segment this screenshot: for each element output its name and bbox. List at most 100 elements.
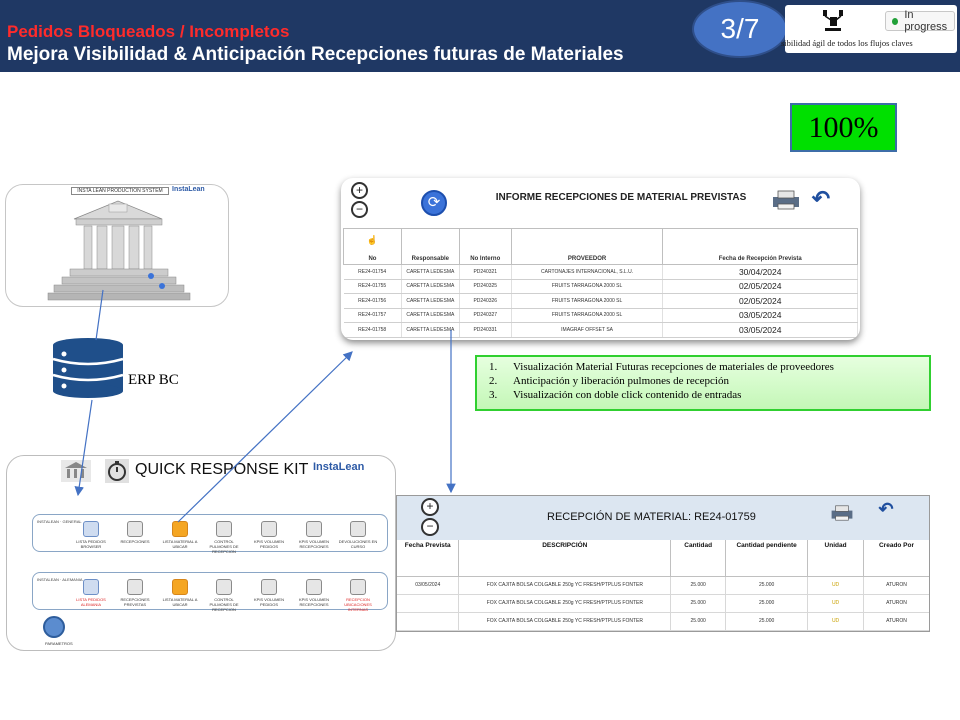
qrk-item-kpis-recepciones-2[interactable]: KPIS VOLUMEN RECEPCIONES xyxy=(294,579,334,607)
quick-response-kit-title: QUICK RESPONSE KIT xyxy=(135,461,309,478)
qrk-item-material-ubicar-2[interactable]: LISTA MATERIAL A UBICAR xyxy=(160,579,200,607)
cell-no: RE24-01758 xyxy=(343,322,402,338)
bar-chart-icon xyxy=(306,521,322,537)
info-item-text: Visualización Material Futuras recepcion… xyxy=(513,361,834,373)
gear-icon xyxy=(350,521,366,537)
cell-no: RE24-01756 xyxy=(343,293,402,309)
qrk-item-label: RECEPCIONES PREVISTAS xyxy=(120,597,150,607)
exchange-icon xyxy=(172,579,188,595)
erp-label: ERP BC xyxy=(128,372,179,388)
col-no: ☝No xyxy=(343,228,402,265)
printer-icon[interactable] xyxy=(830,504,854,522)
recepcion-material-window: + − RECEPCIÓN DE MATERIAL: RE24-01759 ↶ … xyxy=(396,495,930,632)
cell-responsable: CARETTA LEDESMA xyxy=(401,322,460,338)
qrk-item-recepciones[interactable]: RECEPCIONES xyxy=(115,521,155,544)
qrk-item-lista-pedidos-alemania[interactable]: LISTA PEDIDOS ALEMANIA xyxy=(71,579,111,607)
zoom-in-icon[interactable]: + xyxy=(421,498,439,516)
qrk-item-control-pulmones-2[interactable]: CONTROL PULMONES DE RECEPCION xyxy=(204,579,244,612)
cell-fecha xyxy=(397,594,460,613)
back-arrow-icon[interactable]: ↶ xyxy=(811,186,831,211)
qrk-item-material-ubicar[interactable]: LISTA MATERIAL A UBICAR xyxy=(160,521,200,549)
list-icon xyxy=(83,521,99,537)
qrk-item-devoluciones[interactable]: DEVOLUCIONES EN CURSO xyxy=(338,521,378,549)
qrk-item-label: LISTA MATERIAL A UBICAR xyxy=(162,597,198,607)
zoom-in-icon[interactable]: + xyxy=(351,182,368,199)
qrk-item-label: KPIS VOLUMEN PEDIDOS xyxy=(253,597,284,607)
cell-cantidad: 25.000 xyxy=(670,576,727,595)
cell-responsable: CARETTA LEDESMA xyxy=(401,264,460,280)
cell-proveedor: FRUITS TARRAGONA 2000 SL xyxy=(511,279,664,294)
col-cantidad-pendiente: Cantidad pendiente xyxy=(725,540,809,577)
production-system-title: INSTA LEAN PRODUCTION SYSTEM xyxy=(71,187,169,195)
production-system-logo: InstaLean xyxy=(172,186,205,193)
cell-no: RE24-01755 xyxy=(343,279,402,294)
settings-gear-icon[interactable] xyxy=(43,616,65,638)
back-arrow-icon[interactable]: ↶ xyxy=(878,499,894,519)
qrk-item-label: LISTA MATERIAL A UBICAR xyxy=(162,539,198,549)
cell-no-interno: PD240325 xyxy=(459,279,512,294)
table-row[interactable]: FOX CAJITA BOLSA COLGABLE 250g YC FRESH/… xyxy=(397,612,929,631)
search-box-icon xyxy=(216,521,232,537)
qrk-item-label: DEVOLUCIONES EN CURSO xyxy=(338,539,378,549)
cell-creado-por: ATURON xyxy=(863,594,929,613)
clipboard-icon xyxy=(127,521,143,537)
qrk-item-ubicaciones-internas[interactable]: RECEPCION UBICACIONES INTERNAS xyxy=(338,579,378,612)
progress-badge: 100% xyxy=(790,103,897,152)
status-label: In progress xyxy=(904,9,948,33)
qrk-item-label: LISTA PEDIDOS ALEMANIA xyxy=(76,597,106,607)
cell-proveedor: FRUITS TARRAGONA 2000 SL xyxy=(511,308,664,323)
qrk-item-label: LISTA PEDIDOS BROWSER xyxy=(76,539,106,549)
cell-fecha: 03/05/2024 xyxy=(397,576,460,595)
database-icon xyxy=(52,338,124,398)
cell-proveedor: IMAGRAF OFFSET SA xyxy=(511,322,664,338)
refresh-icon[interactable]: ⟳ xyxy=(421,190,447,216)
qrk-item-kpis-recepciones[interactable]: KPIS VOLUMEN RECEPCIONES xyxy=(294,521,334,549)
status-dot-icon xyxy=(892,17,899,25)
logo-box: sibilidad ágil de todos los flujos clave… xyxy=(781,5,957,53)
cell-cantidad-pendiente: 25.000 xyxy=(725,612,809,631)
qrk-item-label: CONTROL PULMONES DE RECEPCION xyxy=(209,539,239,554)
info-item-number: 2. xyxy=(489,375,498,387)
col-cantidad: Cantidad xyxy=(670,540,727,577)
qrk-item-control-pulmones[interactable]: CONTROL PULMONES DE RECEPCION xyxy=(204,521,244,554)
stopwatch-icon xyxy=(105,459,129,483)
col-responsable: Responsable xyxy=(400,228,460,265)
info-item-number: 1. xyxy=(489,361,498,373)
logo-tagline: sibilidad ágil de todos los flujos clave… xyxy=(781,38,913,48)
qrk-item-kpis-pedidos-2[interactable]: KPIS VOLUMEN PEDIDOS xyxy=(249,579,289,607)
germany-flag-icon xyxy=(83,579,99,595)
qrk-item-kpis-pedidos[interactable]: KPIS VOLUMEN PEDIDOS xyxy=(249,521,289,549)
qrk-item-label: CONTROL PULMONES DE RECEPCION xyxy=(209,597,239,612)
qrk-item-lista-pedidos[interactable]: LISTA PEDIDOS BROWSER xyxy=(71,521,111,549)
informe-title: INFORME RECEPCIONES DE MATERIAL PREVISTA… xyxy=(495,192,747,203)
cell-cantidad: 25.000 xyxy=(670,612,727,631)
col-proveedor: PROVEEDOR xyxy=(510,228,664,265)
informe-table: ☝No Responsable No Interno PROVEEDOR Fec… xyxy=(343,228,858,338)
cell-descripcion: FOX CAJITA BOLSA COLGABLE 250g YC FRESH/… xyxy=(458,612,672,631)
cell-proveedor: CARTONAJES INTERNACIONAL, S.L.U. xyxy=(511,264,664,280)
cell-fecha: 02/05/2024 xyxy=(662,279,858,294)
cell-cantidad-pendiente: 25.000 xyxy=(725,594,809,613)
cell-cantidad-pendiente: 25.000 xyxy=(725,576,809,595)
qrk-item-recepciones-previstas[interactable]: RECEPCIONES PREVISTAS xyxy=(115,579,155,607)
qrk-row-general: INSTALEAN · GENERAL LISTA PEDIDOS BROWSE… xyxy=(32,514,388,554)
table-row[interactable]: FOX CAJITA BOLSA COLGABLE 250g YC FRESH/… xyxy=(397,594,929,613)
clipboard-icon xyxy=(127,579,143,595)
status-pill[interactable]: In progress xyxy=(885,9,955,33)
zoom-out-icon[interactable]: − xyxy=(351,201,368,218)
qrk-row-alemania: INSTALEAN · ALEMANIA LISTA PEDIDOS ALEMA… xyxy=(32,572,388,612)
bar-chart-icon xyxy=(306,579,322,595)
production-system-card[interactable]: INSTA LEAN PRODUCTION SYSTEM InstaLean xyxy=(5,184,229,307)
title-line-2: Mejora Visibilidad & Anticipación Recepc… xyxy=(7,44,624,65)
recepcion-table: Fecha Prevista DESCRIPCIÓN Cantidad Cant… xyxy=(397,540,929,631)
cell-proveedor: FRUITS TARRAGONA 2000 SL xyxy=(511,293,664,309)
bar-chart-icon xyxy=(261,521,277,537)
zoom-out-icon[interactable]: − xyxy=(421,518,439,536)
printer-icon[interactable] xyxy=(771,190,801,210)
